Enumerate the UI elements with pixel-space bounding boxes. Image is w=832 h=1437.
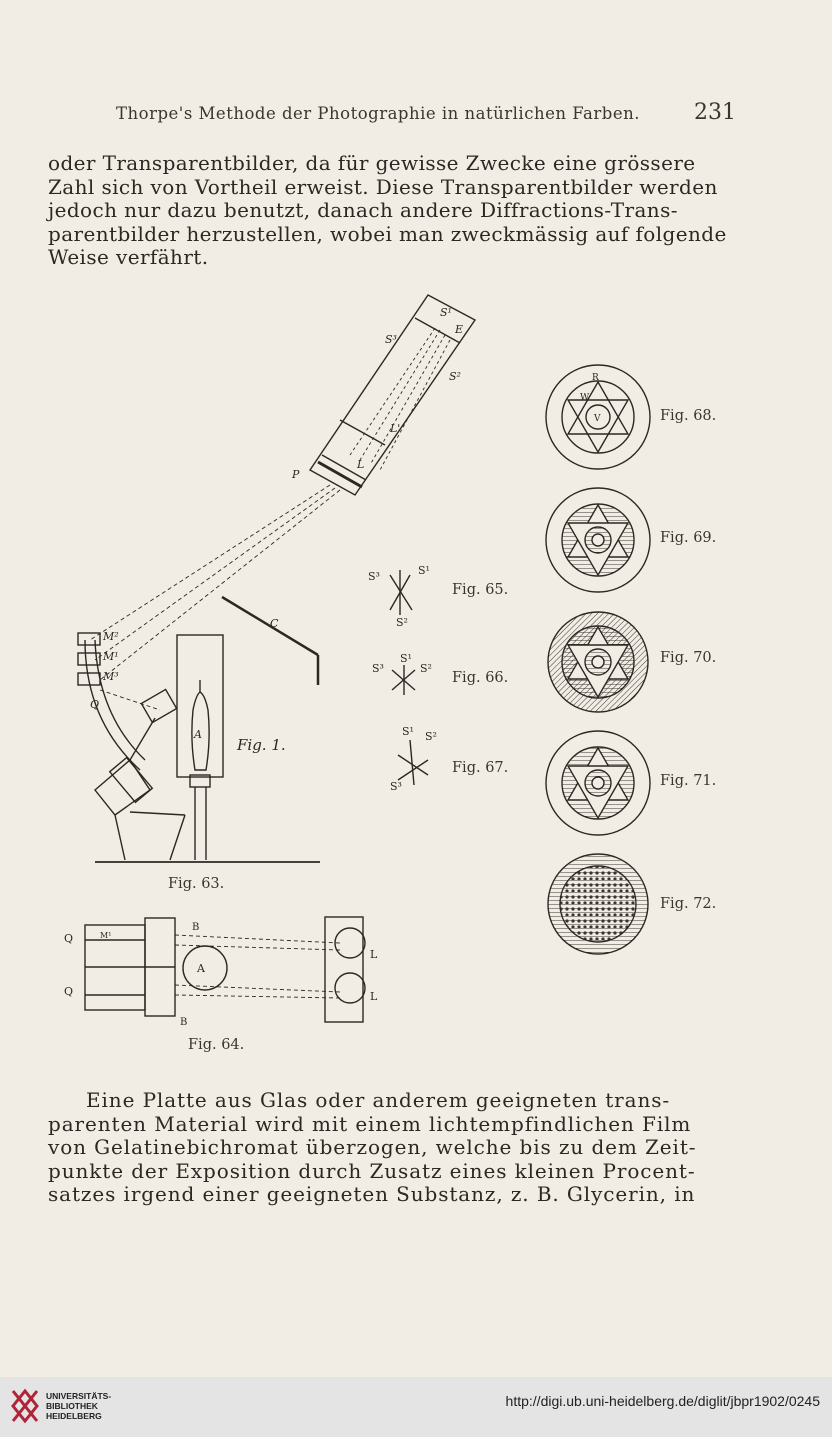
label-r: R	[592, 373, 599, 383]
text-line: parentbilder herzustellen, wobei man zwe…	[48, 221, 727, 246]
text-line: von Gelatinebichromat überzogen, welche …	[48, 1135, 697, 1159]
label-l-prime: L'	[389, 422, 400, 435]
fig-66-caption: Fig. 66.	[452, 670, 509, 686]
label-m1: M¹	[102, 650, 119, 663]
label-m2: M²	[102, 630, 119, 643]
fig-72-caption: Fig. 72.	[660, 896, 717, 912]
label-s3: S³	[372, 662, 384, 675]
fig-69-drawing	[545, 487, 651, 593]
page-number: 231	[694, 100, 736, 125]
label-m3: M³	[102, 670, 119, 683]
label-s2: S²	[396, 616, 408, 629]
label-b: B	[192, 922, 199, 933]
label-s3: S³	[390, 780, 402, 793]
label-e: E	[454, 323, 463, 336]
text-line: Weise verfährt.	[48, 245, 209, 269]
bottom-paragraph: Eine Platte aus Glas oder anderem geeign…	[48, 1088, 728, 1207]
label-l: L	[356, 458, 364, 471]
label-s2: S²	[425, 730, 437, 743]
label-l: L	[370, 948, 378, 961]
label-s3: S³	[385, 333, 397, 346]
fig-70-caption: Fig. 70.	[660, 650, 717, 666]
label-p: P	[291, 468, 300, 481]
library-footer: UNIVERSITÄTS- BIBLIOTHEK HEIDELBERG http…	[0, 1377, 832, 1437]
label-s1: S¹	[402, 725, 414, 738]
label-s2: S²	[420, 662, 432, 675]
label-m1: M¹	[100, 931, 111, 940]
fig-63-drawing: Fig. 1. S¹ E S³ S² L' L P C A Q M² M¹ M³	[77, 294, 477, 863]
label-v: V	[593, 414, 601, 424]
label-a: A	[196, 962, 206, 975]
scanned-page: Thorpe's Methode der Photographie in nat…	[48, 100, 736, 1207]
library-name-line: HEIDELBERG	[46, 1411, 102, 1421]
fig-1-script-label: Fig. 1.	[236, 736, 286, 754]
label-w: W	[580, 393, 590, 403]
running-title: Thorpe's Methode der Photographie in nat…	[116, 104, 640, 123]
fig-71-drawing	[545, 730, 651, 836]
text-line: jedoch nur dazu benutzt, danach andere D…	[48, 198, 678, 222]
label-s2: S²	[449, 370, 461, 383]
fig-66-drawing: S³ S¹ S²	[372, 652, 432, 695]
library-name[interactable]: UNIVERSITÄTS- BIBLIOTHEK HEIDELBERG	[46, 1391, 111, 1421]
fig-63-caption: Fig. 63.	[168, 876, 225, 892]
fig-68-caption: Fig. 68.	[660, 408, 717, 424]
page-header: Thorpe's Methode der Photographie in nat…	[116, 100, 736, 134]
fig-67-drawing: S¹ S² S³	[390, 725, 437, 793]
label-l: L	[370, 990, 378, 1003]
label-c: C	[270, 617, 279, 630]
text-line: punkte der Exposition durch Zusatz eines…	[48, 1158, 696, 1183]
label-a: A	[193, 728, 202, 741]
label-q: Q	[90, 698, 99, 711]
library-name-line: UNIVERSITÄTS-	[46, 1391, 112, 1401]
fig-65-drawing: S³ S¹ S²	[368, 564, 430, 629]
label-b: B	[180, 1017, 187, 1028]
fig-64-caption: Fig. 64.	[188, 1037, 245, 1053]
text-line: Zahl sich von Vortheil erweist. Diese Tr…	[48, 174, 718, 199]
label-s1: S¹	[418, 564, 430, 577]
fig-71-caption: Fig. 71.	[660, 773, 717, 789]
fig-67-caption: Fig. 67.	[452, 760, 509, 776]
text-line: satzes irgend einer geeigneten Substanz,…	[48, 1182, 696, 1206]
label-s3: S³	[368, 570, 380, 583]
fig-72-drawing	[547, 853, 649, 955]
text-line: oder Transparentbilder, da für gewisse Z…	[48, 151, 696, 175]
label-q: Q	[64, 932, 73, 945]
text-line: Eine Platte aus Glas oder anderem geeign…	[86, 1088, 671, 1112]
fig-65-caption: Fig. 65.	[452, 582, 509, 598]
library-name-line: BIBLIOTHEK	[46, 1401, 98, 1411]
permalink-url[interactable]: http://digi.ub.uni-heidelberg.de/diglit/…	[505, 1393, 820, 1409]
label-s1: S¹	[400, 652, 412, 665]
fig-70-drawing	[547, 611, 649, 713]
fig-68-drawing: R W V	[545, 364, 651, 470]
text-line: parenten Material wird mit einem lichtem…	[48, 1111, 692, 1136]
figures-illustration: Fig. 1. S¹ E S³ S² L' L P C A Q M² M¹ M³	[64, 294, 651, 1028]
label-q: Q	[64, 985, 73, 998]
library-logo-icon[interactable]	[10, 1387, 40, 1425]
fig-69-caption: Fig. 69.	[660, 530, 717, 546]
label-s1: S¹	[440, 306, 452, 319]
fig-64-drawing: Q Q A B B L L M¹	[64, 916, 378, 1028]
top-paragraph: oder Transparentbilder, da für gewisse Z…	[48, 151, 728, 270]
